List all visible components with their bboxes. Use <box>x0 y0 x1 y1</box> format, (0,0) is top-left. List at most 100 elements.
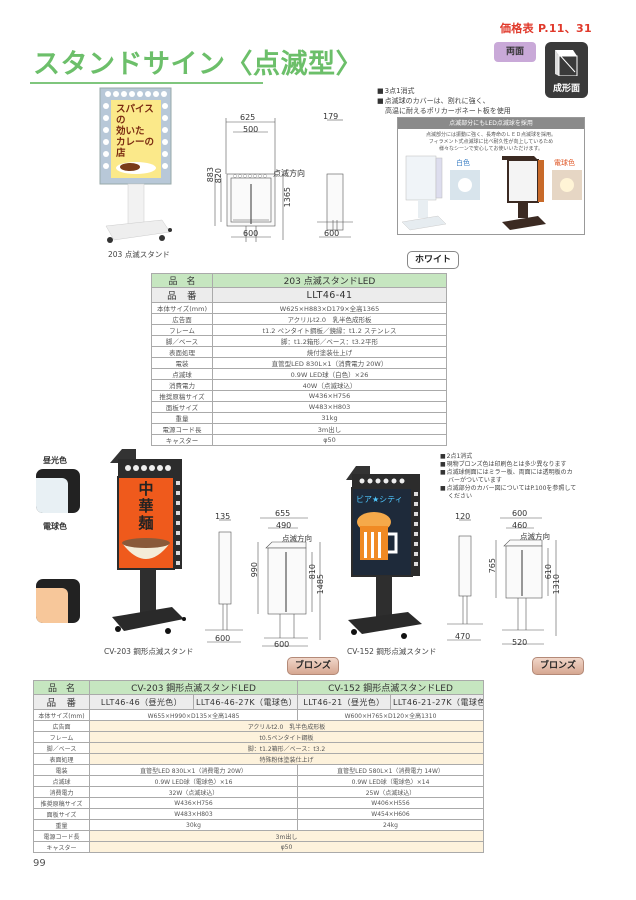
blink-direction-label: 点滅方向 <box>282 534 312 543</box>
row-value-cv152: 24kg <box>297 819 484 831</box>
name-label: 品 名 <box>151 273 213 288</box>
swatch-daylight <box>36 469 80 513</box>
finish-tag-bronze-cv203: ブロンズ <box>287 657 339 675</box>
led-feature-box: 点滅部分にもLED点滅球を採用 点滅部分には振動に強く、長寿命のＬＥＤ点滅球を採… <box>397 117 585 235</box>
table-row: 広告面アクリルt2.0 乳半色成形板 <box>33 720 484 732</box>
dim-overall-width: 625 <box>240 113 256 122</box>
row-value-cv152: W406×H556 <box>297 797 484 809</box>
row-value-cv203: 32W（点滅球込） <box>89 786 298 798</box>
blink-direction-label: 点滅方向 <box>273 169 305 178</box>
page-number: 99 <box>33 858 46 869</box>
front-dimension-drawing-203 <box>205 112 295 292</box>
row-value-cv152: 25W（点滅球込） <box>297 786 484 798</box>
dim-inner-height: 820 <box>214 168 223 184</box>
product-photo-cv203: 中 華 麺 <box>98 447 196 643</box>
table-row: 表面処理特殊粉体塗装仕上げ <box>33 753 484 765</box>
table-row: 品 名 203 点滅スタンドLED <box>151 273 447 288</box>
product-name: 203 点滅スタンドLED <box>212 273 447 288</box>
table-row: 品 番 LLT46-41 <box>151 287 447 303</box>
row-value-cv203: 0.9W LED球（電球色）×16 <box>89 775 298 787</box>
row-value: 脚：t1.2箱形／ベース：t3.2平形 <box>212 335 447 347</box>
feature-item: 2点1消式 <box>440 453 576 461</box>
product-name-cv203: CV-203 鋼形点滅スタンドLED <box>89 680 298 695</box>
swatch-bulb <box>36 579 80 623</box>
row-label: 面板サイズ <box>33 808 90 820</box>
row-value-shared: 脚：t1.2箱形／ベース：t3.2 <box>89 742 484 754</box>
row-value-shared: 3m出し <box>89 830 484 842</box>
row-value: 焼付塗装仕上げ <box>212 346 447 358</box>
row-value-cv203: W436×H756 <box>89 797 298 809</box>
row-label: 電装 <box>151 357 213 369</box>
row-label: キャスター <box>33 841 90 853</box>
molded-panel-icon <box>555 50 578 76</box>
feature-item: 点滅球のカバーは、割れに強く、 <box>377 96 511 106</box>
price-reference: 価格表 P.11、31 <box>500 22 592 35</box>
row-value-shared: φ50 <box>89 841 484 853</box>
row-label: キャスター <box>151 434 213 446</box>
feature-item: 点滅部分のカバー図についてはP.100を参照して <box>440 485 577 493</box>
front-dimension-drawing-cv152: 600 460 点滅方向 765 610 1310 520 <box>488 509 570 652</box>
row-label: 電源コード長 <box>33 830 90 842</box>
row-value: W436×H756 <box>212 390 447 402</box>
row-value: アクリルt2.0 乳半色成形板 <box>212 313 447 325</box>
row-label: 面板サイズ <box>151 401 213 413</box>
side-dimension-drawing-cv203: 135 600 <box>203 512 245 652</box>
spec-table-cv: 品 名 CV-203 鋼形点滅スタンドLED CV-152 鋼形点滅スタンドLE… <box>33 680 484 853</box>
side-dimension-drawing-cv152: 120 470 <box>443 512 485 652</box>
row-label: 脚／ベース <box>151 335 213 347</box>
table-row: 脚／ベース脚：t1.2箱形／ベース：t3.2平形 <box>151 335 447 347</box>
dim-inner-width: 490 <box>276 521 292 530</box>
row-value: φ50 <box>212 434 447 446</box>
row-value-cv203: W483×H803 <box>89 808 298 820</box>
sign-text-line: 華 <box>138 497 154 515</box>
row-label: 表面処理 <box>33 753 90 765</box>
product-code: LLT46-41 <box>212 287 447 303</box>
row-label: 点滅球 <box>151 368 213 380</box>
code-label: 品 番 <box>33 694 90 710</box>
row-label: 広告面 <box>33 720 90 732</box>
row-value-cv203: 30kg <box>89 819 298 831</box>
row-value-cv152: W454×H606 <box>297 808 484 820</box>
double-sided-badge: 両面 <box>494 42 536 62</box>
table-row: 脚／ベース脚：t1.2箱形／ベース：t3.2 <box>33 742 484 754</box>
finish-tag-white: ホワイト <box>407 251 460 269</box>
sign-text-line: 中 <box>138 480 154 498</box>
row-label: 本体サイズ(mm) <box>33 709 90 721</box>
sign-text: ビア★シティ <box>356 495 403 504</box>
row-label: 重量 <box>151 412 213 424</box>
row-value-cv152: 0.9W LED球（電球色）×14 <box>297 775 484 787</box>
table-row: 本体サイズ(mm)W625×H883×D179×全高1365 <box>151 302 447 314</box>
table-row: 品 名 CV-203 鋼形点滅スタンドLED CV-152 鋼形点滅スタンドLE… <box>33 680 484 695</box>
dim-side-base-width: 470 <box>455 632 471 641</box>
led-box-text: 点滅部分には振動に強く、長寿命のＬＥＤ点滅球を採用。 <box>425 132 556 138</box>
feature-item: バーがついています <box>448 477 502 484</box>
feature-item: ください <box>448 493 473 500</box>
feature-item: 現物ブロンズ色は印刷色とは多少異なります <box>440 461 576 469</box>
feature-list-cv152: 2点1消式 現物ブロンズ色は印刷色とは多少異なります 点滅球側面にはミラー板、両… <box>440 453 577 501</box>
table-row: 表面処理焼付塗装仕上げ <box>151 346 447 358</box>
product-code: LLT46-21（昼光色） <box>297 694 391 710</box>
dim-base-width: 600 <box>274 640 290 649</box>
row-value: 3m出し <box>212 423 447 435</box>
table-row: 本体サイズ(mm) W655×H990×D135×全高1485 W600×H76… <box>33 709 484 721</box>
size-cv152: W600×H765×D120×全高1310 <box>297 709 484 721</box>
dim-side-base-width: 600 <box>324 229 340 238</box>
finish-tag-bronze-cv152: ブロンズ <box>532 657 584 675</box>
row-label: 電装 <box>33 764 90 776</box>
product-photo-cv152: ビア★シティ <box>338 456 438 644</box>
row-label: 脚／ベース <box>33 742 90 754</box>
row-value: 31kg <box>212 412 447 424</box>
dim-overall-width: 655 <box>275 509 291 518</box>
dim-total-height: 1485 <box>316 574 325 595</box>
product-name-cv152: CV-152 鋼形点滅スタンドLED <box>297 680 484 695</box>
